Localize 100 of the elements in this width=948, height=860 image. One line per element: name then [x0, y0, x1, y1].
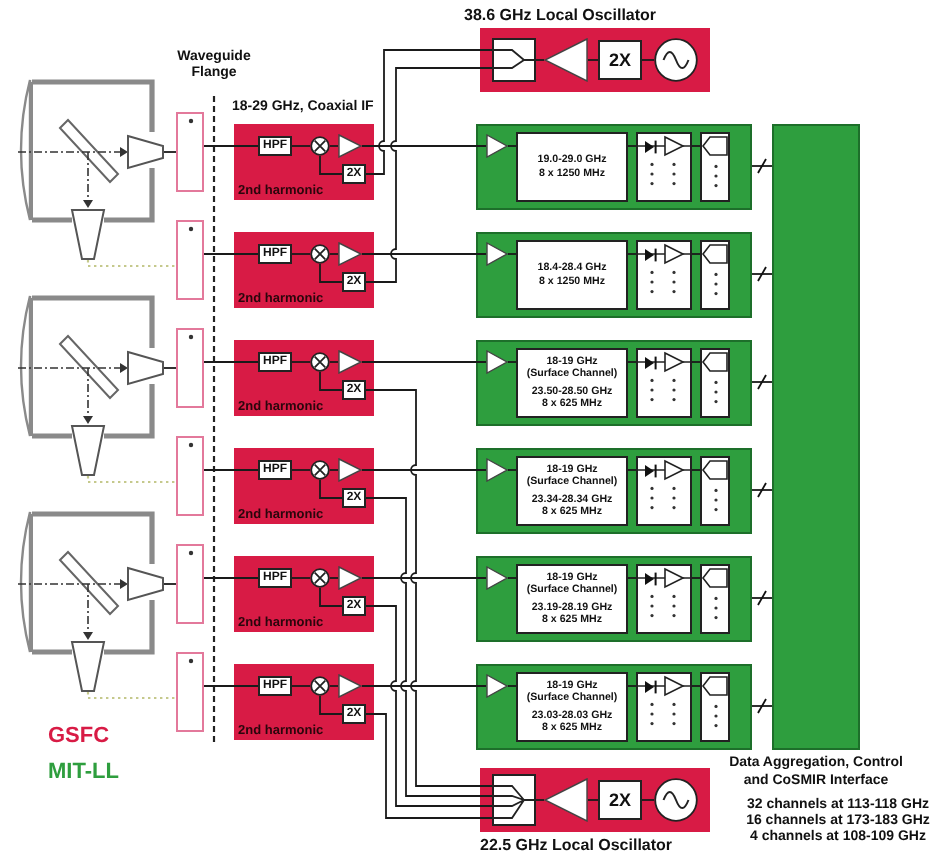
signal-line [291, 577, 311, 579]
signal-line [641, 59, 655, 61]
signal-line [329, 685, 339, 687]
signal-line [203, 361, 259, 363]
detector-block [636, 672, 692, 742]
signal-line [319, 155, 343, 175]
mixer-module-panel [234, 664, 374, 740]
amplifier-symbol [338, 458, 362, 482]
receiver-module-panel [476, 556, 752, 642]
signal-line [203, 145, 259, 147]
signal-line [163, 151, 177, 153]
receiver-optics-drawing [12, 292, 164, 476]
legend-label: MIT-LL [48, 760, 119, 786]
receiver-module-panel [476, 664, 752, 750]
legend-label: GSFC [48, 724, 110, 750]
mixer-module-panel [234, 340, 374, 416]
signal-line [365, 713, 493, 819]
filter-bank-block [516, 672, 628, 742]
converter-block [700, 672, 730, 742]
signal-line [587, 799, 599, 801]
detector-block [636, 132, 692, 202]
signal-line [365, 389, 493, 787]
filter-bank-block [516, 240, 628, 310]
flange-block [176, 328, 204, 408]
signal-line [507, 145, 517, 147]
signal-line [203, 685, 259, 687]
flange-block [176, 112, 204, 192]
amplifier-symbol [486, 350, 508, 374]
signal-line [751, 489, 773, 491]
amplifier-symbol [338, 242, 362, 266]
mixer-symbol [310, 568, 330, 588]
signal-line [163, 583, 177, 585]
mixer-module-panel [234, 556, 374, 632]
amplifier-symbol [338, 134, 362, 158]
detector-block [636, 456, 692, 526]
signal-line [319, 587, 343, 607]
signal-line [203, 469, 259, 471]
converter-block [700, 240, 730, 310]
signal-line [627, 469, 637, 471]
signal-line [329, 253, 339, 255]
signal-line [361, 253, 487, 255]
receiver-module-panel [476, 232, 752, 318]
signal-line [691, 469, 701, 471]
flange-block [176, 220, 204, 300]
signal-line [361, 361, 487, 363]
signal-line [361, 577, 487, 579]
signal-line [319, 479, 343, 499]
dotted-connector [86, 692, 176, 700]
signal-line [691, 145, 701, 147]
signal-line [329, 577, 339, 579]
signal-line [627, 253, 637, 255]
detector-block [636, 348, 692, 418]
splitter-block [492, 38, 536, 82]
detector-block [636, 240, 692, 310]
mixer-module-panel [234, 124, 374, 200]
amplifier-symbol [486, 566, 508, 590]
mixer-symbol [310, 136, 330, 156]
filter-bank-block [516, 132, 628, 202]
amplifier-symbol [486, 674, 508, 698]
oscillator-symbol [654, 38, 698, 82]
converter-block [700, 564, 730, 634]
signal-line [361, 469, 487, 471]
mixer-module-panel [234, 448, 374, 524]
signal-line [319, 695, 343, 715]
signal-line [365, 49, 493, 175]
converter-block [700, 132, 730, 202]
multiplier-block: 2X [598, 780, 642, 820]
flange-block [176, 652, 204, 732]
converter-block [700, 348, 730, 418]
signal-line [691, 577, 701, 579]
signal-line [691, 361, 701, 363]
signal-line [507, 469, 517, 471]
signal-line [291, 253, 311, 255]
signal-line [587, 59, 599, 61]
signal-line [751, 381, 773, 383]
mixer-symbol [310, 676, 330, 696]
detector-block [636, 564, 692, 634]
panel-heading: 38.6 GHz Local Oscillator [464, 5, 657, 24]
filter-bank-block [516, 456, 628, 526]
signal-line [507, 577, 517, 579]
amplifier-symbol [544, 38, 588, 82]
signal-line [627, 361, 637, 363]
signal-line [329, 469, 339, 471]
signal-line [291, 469, 311, 471]
signal-line [627, 145, 637, 147]
signal-line [751, 273, 773, 275]
mixer-symbol [310, 352, 330, 372]
amplifier-symbol [338, 350, 362, 374]
signal-line [627, 685, 637, 687]
signal-line [319, 371, 343, 391]
amplifier-symbol [338, 566, 362, 590]
signal-line [291, 145, 311, 147]
dotted-connector [86, 260, 176, 268]
filter-bank-block [516, 564, 628, 634]
signal-line [365, 605, 493, 807]
flange-block [176, 544, 204, 624]
signal-line [291, 685, 311, 687]
signal-line [535, 799, 545, 801]
mixer-module-panel [234, 232, 374, 308]
amplifier-symbol [338, 674, 362, 698]
